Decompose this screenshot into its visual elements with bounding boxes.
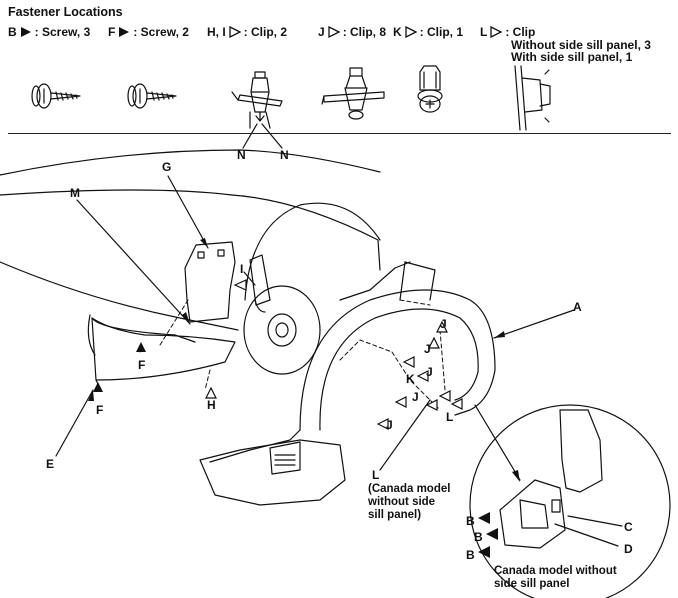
fastener-hi-letter: H, I [207,25,226,39]
clip-k-marker [416,370,429,382]
clip-l-note-1: Without side sill panel, 3 [511,38,651,52]
callout-i: I [240,262,244,276]
callout-a: A [573,300,582,314]
detail-circle [469,404,671,598]
fastener-l-letter: L [480,25,488,39]
screw-b-marker-1 [478,512,490,524]
fastener-f-legend: F : Screw, 2 [108,25,189,39]
clip-j-marker-3 [402,356,415,368]
fastener-b-text: : Screw, 3 [34,25,91,39]
fender-edge [231,194,381,271]
fastener-hi-legend: H, I : Clip, 2 [207,25,287,39]
body-line-1 [0,189,233,196]
fastener-f-letter: F [108,25,116,39]
fastener-k-letter: K [393,25,402,39]
clip-l-note-2: With side sill panel, 1 [511,50,633,64]
clip-j-marker-4 [394,396,407,408]
callout-c: C [624,520,633,534]
callout-j-2: J [424,342,431,356]
screw-b-marker-3 [478,546,490,558]
callout-l-lower: L [372,468,380,482]
callout-d: D [624,542,633,556]
body-line-2 [87,314,96,356]
screw-f-marker-upper [136,342,146,352]
fastener-k-text: : Clip, 1 [419,25,464,39]
fastener-l-legend: L : Clip [480,25,535,39]
hood-line [0,149,381,176]
open-triangle-icon [490,26,503,38]
callout-j-5: J [386,418,393,432]
fastener-hi-text: : Clip, 2 [243,25,288,39]
lower-splash-shield [199,439,346,506]
screw-b-icon [31,83,81,109]
fastener-f-text: : Screw, 2 [133,25,189,39]
filled-triangle-icon [20,27,31,37]
clip-l-marker-2 [438,390,451,402]
fender-liner-a [209,261,496,463]
canada-l-note: (Canada model without side sill panel) [368,483,450,522]
callout-k: K [406,372,415,386]
clip-j-marker-5 [376,418,389,430]
fastener-k-legend: K : Clip, 1 [393,25,463,39]
fastener-j-letter: J [318,25,325,39]
brake-hub [243,254,321,375]
callout-e: E [46,457,55,471]
header-divider [8,133,671,134]
callout-b-1: B [466,514,475,528]
clip-j-icon [321,67,385,120]
callout-b-3: B [466,548,475,562]
wheel-arch-outer [244,202,381,301]
canada-detail-note: Canada model without side sill panel [494,565,617,591]
shield-g [184,241,236,323]
canada-detail-note-line-1: Canada model without [494,565,617,577]
callout-g: G [162,160,172,174]
clip-hi-icon [231,71,283,129]
clip-k-icon [417,65,443,113]
canada-l-note-line-2: without side [368,496,436,508]
fastener-j-legend: J : Clip, 8 [318,25,386,39]
fastener-locations-title: Fastener Locations [8,5,123,19]
canada-l-note-line-1: (Canada model [368,483,451,495]
callout-n-right: N [280,148,289,162]
screw-f-icon [127,83,177,109]
callout-j-4: J [412,390,419,404]
splash-shield-e [91,317,236,381]
clip-j-marker-1 [436,320,448,333]
clip-l-icon [514,65,551,131]
callout-f-lower: F [96,403,104,417]
canada-detail-note-line-2: side sill panel [494,578,570,590]
callout-b-2: B [474,530,483,544]
bumper-lower [91,317,196,343]
fastener-l-text: : Clip [505,25,536,39]
clip-l-marker-3 [450,398,463,410]
filled-triangle-icon [119,27,130,37]
clip-h-marker [205,386,217,399]
fastener-b-legend: B : Screw, 3 [8,25,90,39]
fastener-b-letter: B [8,25,17,39]
callout-l-right: L [446,410,454,424]
clip-l-marker-1 [425,399,438,411]
callout-j-3: J [426,365,433,379]
open-triangle-icon [229,26,241,38]
clip-j-marker-2 [428,336,440,349]
bumper-upper-line [0,261,239,331]
canada-l-note-line-3: sill panel) [368,509,422,521]
callout-h: H [207,398,216,412]
callout-m: M [70,186,80,200]
detail-panel [559,409,603,493]
screw-b-marker-2 [486,528,498,540]
open-triangle-icon [328,26,340,38]
callout-n-left: N [237,148,246,162]
screw-f-marker-lower [93,382,103,392]
fastener-j-text: : Clip, 8 [342,25,387,39]
open-triangle-icon [405,26,417,38]
callout-f-upper: F [138,358,146,372]
clip-i-marker [233,279,247,291]
callout-j-1: J [440,317,447,331]
